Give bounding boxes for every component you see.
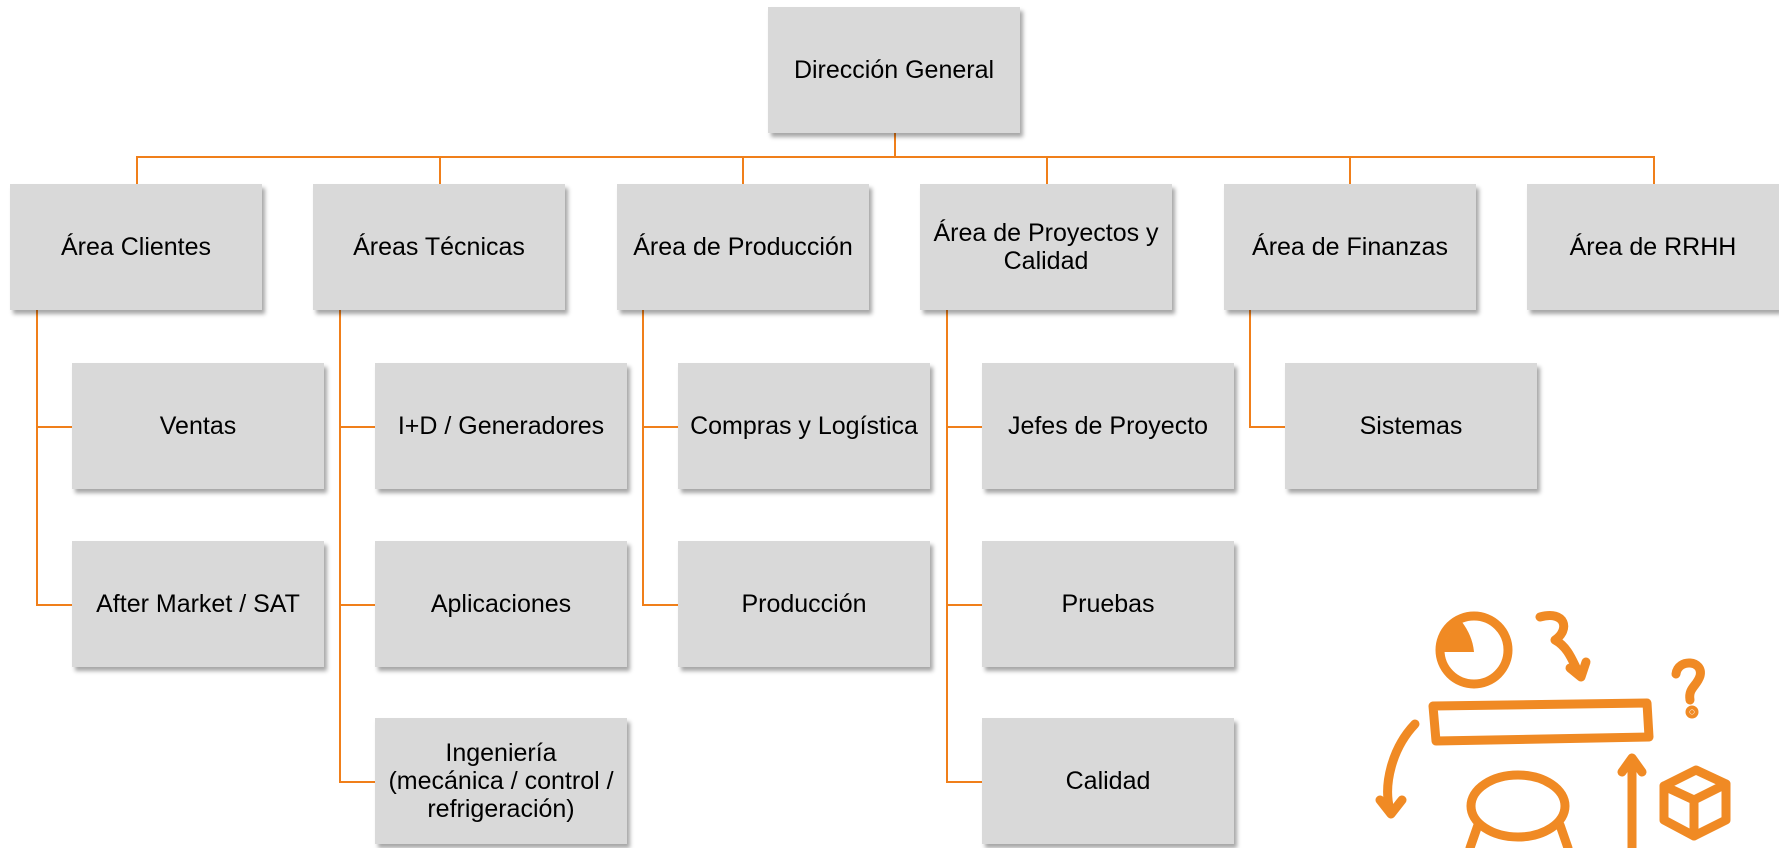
connector-tecnicas-3 [339,781,375,783]
node-calidad[interactable]: Calidad [982,718,1234,844]
connector-tecnicas-spine [339,310,341,783]
connector-produccion-2 [642,604,678,606]
connector-proyectos-1 [946,426,982,428]
connector-tecnicas-1 [339,426,375,428]
connector-drop-proyectos [1046,156,1048,184]
connector-finanzas-spine [1249,310,1251,428]
node-area-produccion[interactable]: Área de Producción [617,184,869,310]
connector-drop-produccion [742,156,744,184]
connector-clientes-spine [36,310,38,606]
connector-area-bus [136,156,1655,158]
node-after-market-sat[interactable]: After Market / SAT [72,541,324,667]
connector-clientes-1 [36,426,72,428]
node-areas-tecnicas[interactable]: Áreas Técnicas [313,184,565,310]
connector-drop-tecnicas [439,156,441,184]
node-produccion[interactable]: Producción [678,541,930,667]
connector-produccion-1 [642,426,678,428]
connector-tecnicas-2 [339,604,375,606]
connector-drop-finanzas [1349,156,1351,184]
connector-produccion-spine [642,310,644,606]
connector-proyectos-3 [946,781,982,783]
node-area-clientes[interactable]: Área Clientes [10,184,262,310]
connector-proyectos-2 [946,604,982,606]
connector-proyectos-spine [946,310,948,783]
node-id-generadores[interactable]: I+D / Generadores [375,363,627,489]
node-aplicaciones[interactable]: Aplicaciones [375,541,627,667]
connector-drop-rrhh [1653,156,1655,184]
node-compras-logistica[interactable]: Compras y Logística [678,363,930,489]
node-sistemas[interactable]: Sistemas [1285,363,1537,489]
node-area-rrhh[interactable]: Área de RRHH [1527,184,1779,310]
connector-root-down [894,133,896,157]
node-ingenieria[interactable]: Ingeniería (mecánica / control / refrige… [375,718,627,844]
node-area-proyectos-calidad[interactable]: Área de Proyectos y Calidad [920,184,1172,310]
node-ventas[interactable]: Ventas [72,363,324,489]
connector-finanzas-1 [1249,426,1285,428]
node-direccion-general[interactable]: Dirección General [768,7,1020,133]
node-area-finanzas[interactable]: Área de Finanzas [1224,184,1476,310]
node-pruebas[interactable]: Pruebas [982,541,1234,667]
node-jefes-proyecto[interactable]: Jefes de Proyecto [982,363,1234,489]
connector-clientes-2 [36,604,72,606]
connector-drop-clientes [136,156,138,184]
